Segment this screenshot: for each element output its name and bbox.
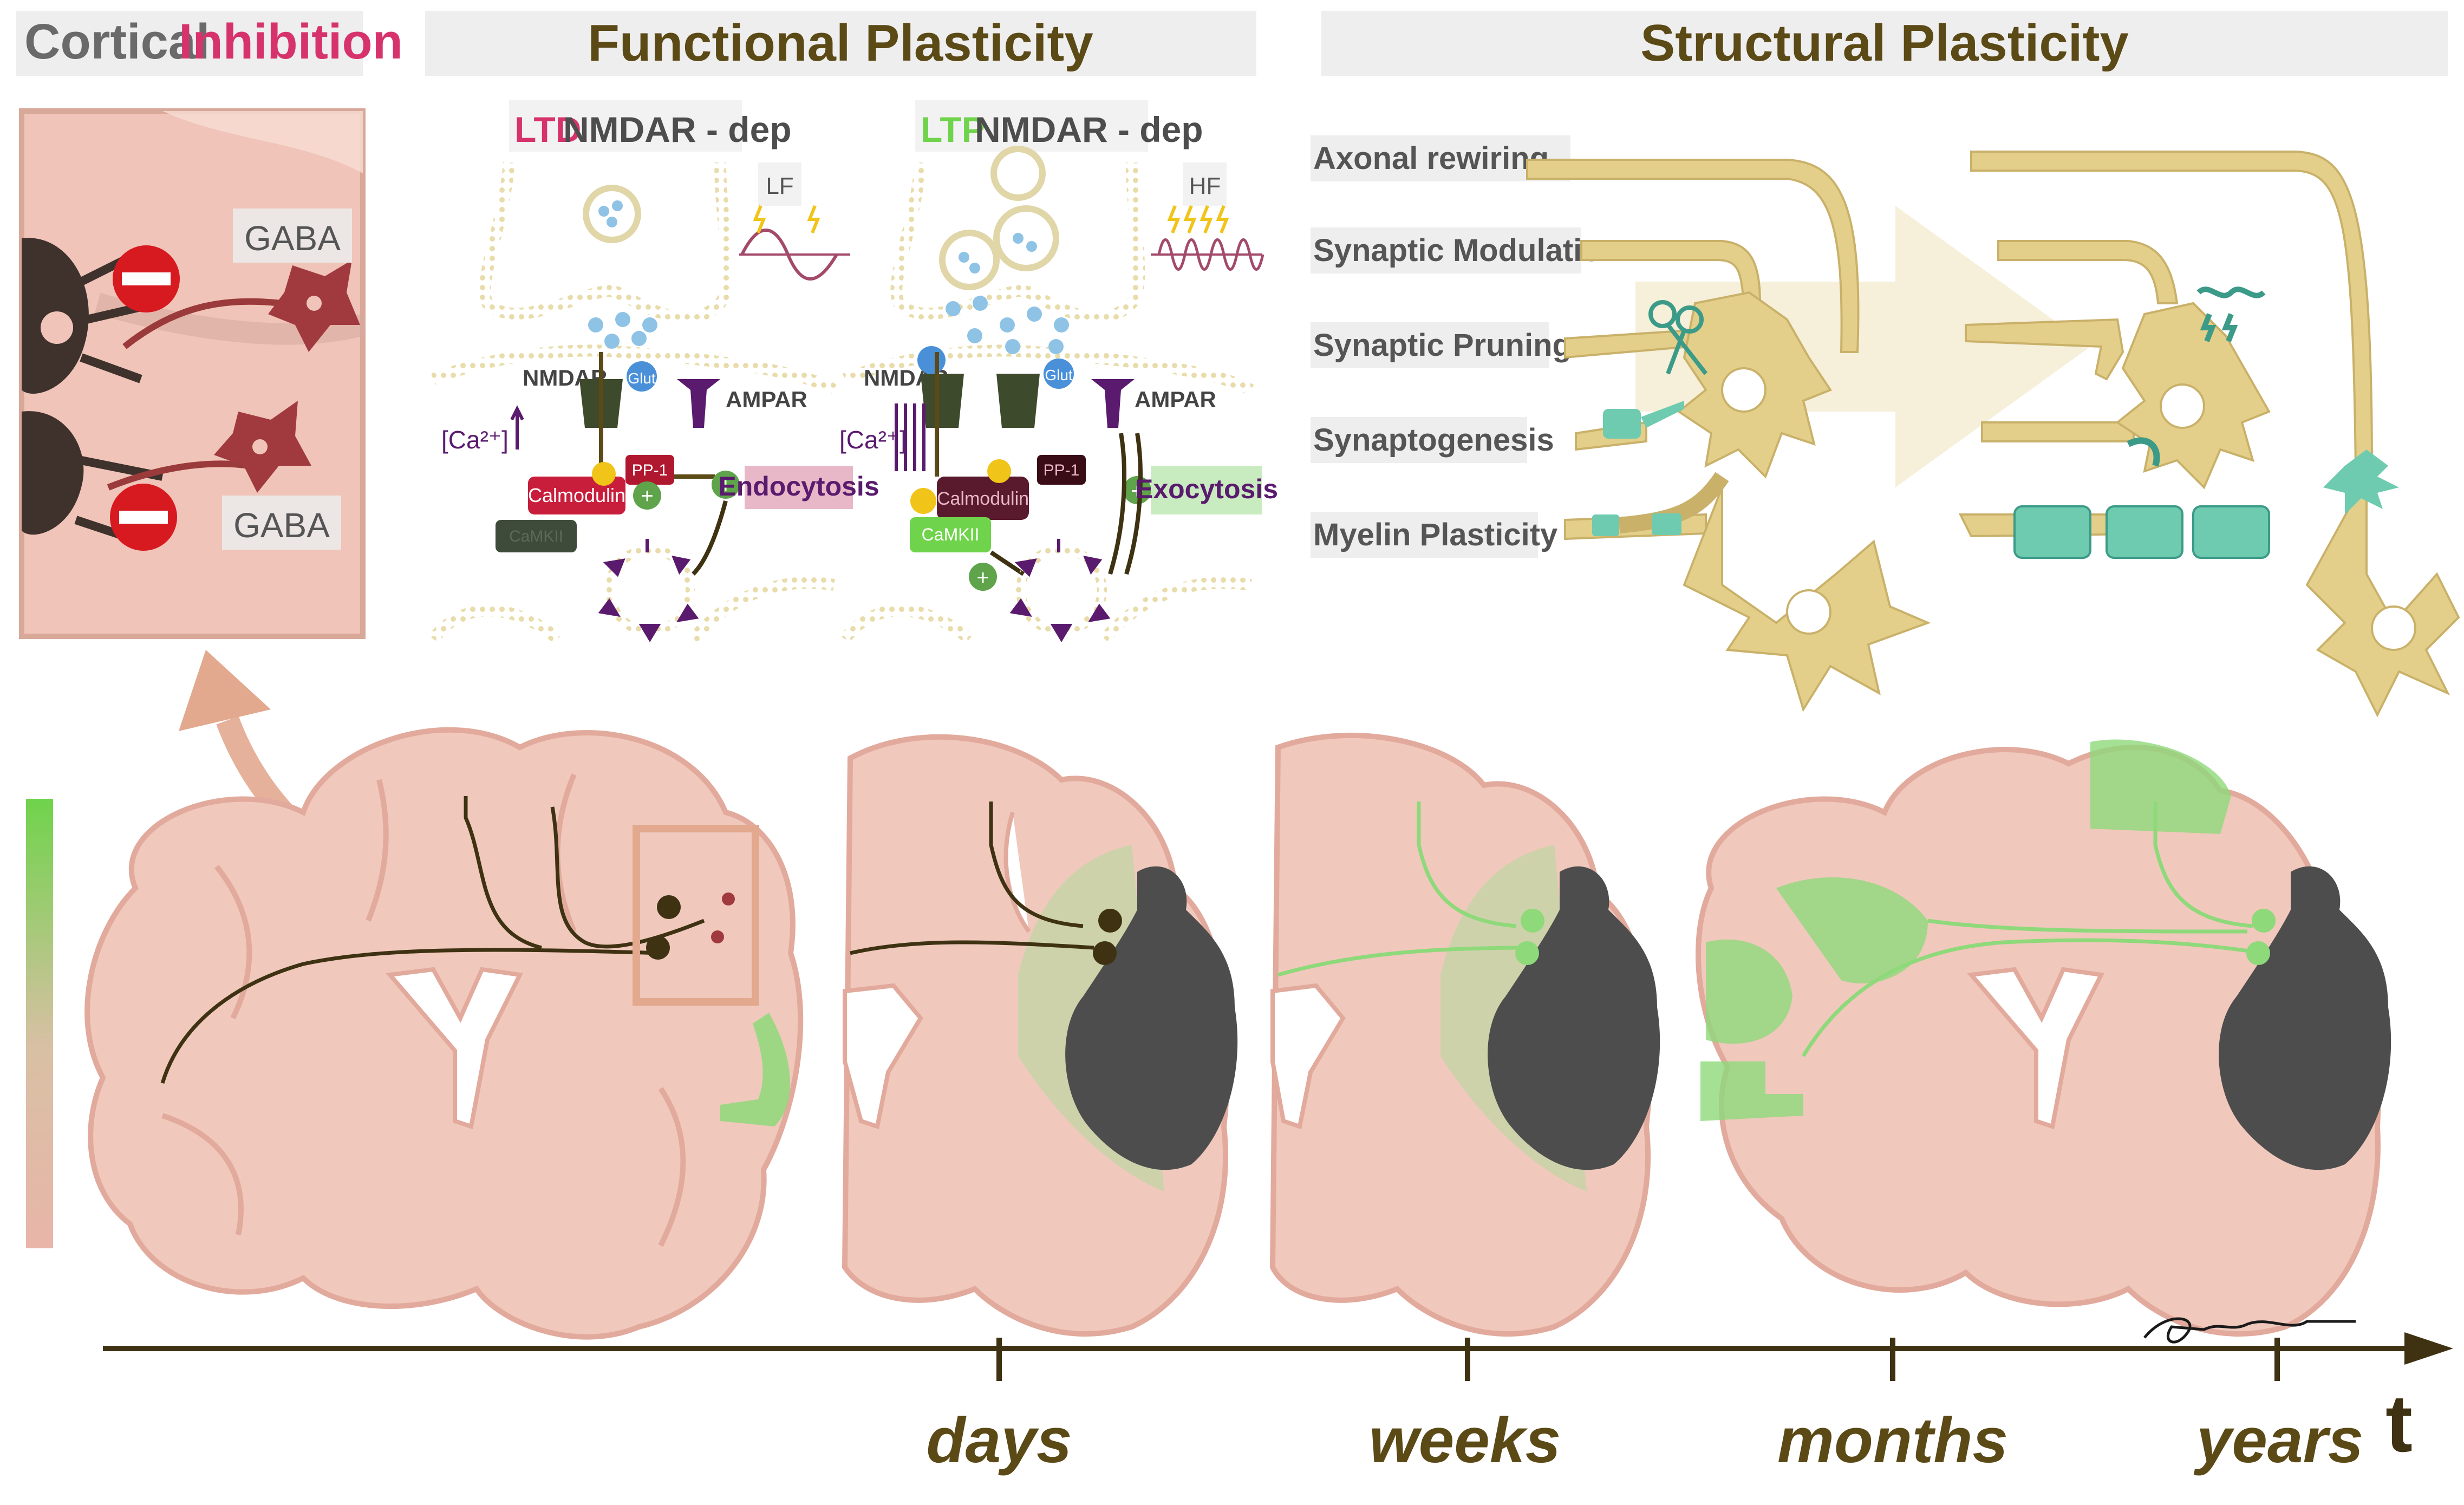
ltp-calmodulin: Calmodulin (937, 488, 1029, 509)
header-structural: Structural Plasticity (1321, 11, 2448, 76)
synapse-modulation-icon (2196, 286, 2266, 342)
header-cortical: Cortical Inhibition (16, 11, 403, 76)
neuron-after (1958, 151, 2460, 718)
tick-weeks: weeks (1369, 1405, 1561, 1476)
ltd-calmodulin: Calmodulin (528, 484, 625, 506)
ltd-glut-label: Glut (628, 370, 656, 387)
ltd-freq: LF (766, 173, 793, 199)
label-myelin-plasticity: Myelin Plasticity (1313, 517, 1557, 552)
header-functional: Functional Plasticity (425, 11, 1256, 76)
header-cortical-a: Cortical (24, 14, 210, 69)
ltp-vesicles (939, 146, 1059, 290)
gradient-bar (26, 799, 53, 1248)
scissors-icon (1648, 300, 1708, 375)
ltd-ampar (677, 379, 720, 428)
ltd-endocytosis: Endocytosis (718, 471, 879, 501)
svg-text:+: + (719, 474, 732, 498)
zoom-box (633, 825, 759, 1006)
myelin-after (2013, 505, 2270, 559)
svg-text:+: + (976, 566, 989, 590)
gaba-label-bottom: GABA (233, 506, 330, 545)
ltd-postsynaptic (428, 344, 838, 644)
inhibition-panel: GABA GABA (19, 108, 366, 639)
header-functional-text: Functional Plasticity (588, 14, 1093, 72)
brain-4 (1696, 739, 2391, 1344)
label-axonal-rewiring: Axonal rewiring (1313, 141, 1549, 176)
ventricle-1 (386, 967, 524, 1130)
ltd-vesicle (583, 185, 641, 243)
ltp-endosome (1009, 539, 1111, 642)
label-synaptic-modulation: Synaptic Modulation (1313, 233, 1620, 268)
ltp-exocytosis: Exocytosis (1135, 474, 1278, 504)
ltp-panel: LTP NMDAR - dep HF NMDAR Glut (839, 100, 1278, 644)
ltp-title-a: LTP (921, 109, 986, 149)
ltp-pp1: PP-1 (1044, 461, 1080, 479)
ltp-glut-label: Glut (1045, 367, 1073, 383)
ltp-title-b: NMDAR - dep (975, 109, 1203, 149)
ltp-presynaptic (890, 162, 1145, 323)
ltd-title-a: LTD (514, 109, 581, 149)
ltd-endosome (598, 539, 699, 642)
ltd-signal: LF (739, 162, 850, 281)
myelin-before (1592, 513, 1681, 536)
lesion-3 (1488, 866, 1660, 1170)
brain-1-neurons (646, 895, 681, 960)
ltp-nmdar-left (921, 374, 964, 428)
zoom-arrow-head (179, 650, 271, 731)
red-neuron-top (268, 260, 360, 352)
timeline-arrowhead (2404, 1332, 2453, 1365)
ltp-nmdar-right (996, 374, 1040, 428)
ltd-ampar-label: AMPAR (726, 387, 807, 412)
ltd-title-b: NMDAR - dep (563, 109, 792, 149)
ltp-camkii: CaMKII (922, 525, 980, 544)
ltp-ampar (1091, 379, 1135, 428)
transition-arrow (1635, 206, 2090, 487)
ltd-presynaptic (479, 162, 734, 323)
ltd-camkii: CaMKII (509, 527, 563, 545)
structural-labels: Axonal rewiring Synaptic Modulation Syna… (1311, 135, 1620, 558)
ltd-glutamate (588, 312, 657, 349)
structural-panel: Axonal rewiring Synaptic Modulation Syna… (1311, 135, 2460, 718)
header-cortical-b: Inhibition (179, 14, 403, 69)
ltd-panel: LTD NMDAR - dep LF NMDAR Glut AM (428, 100, 879, 644)
new-synapse-after (2127, 437, 2160, 467)
tick-months: months (1777, 1405, 2008, 1476)
ltd-ca: [Ca²⁺] (441, 426, 509, 454)
brain-2 (842, 734, 1238, 1337)
lesion-4 (2219, 866, 2391, 1170)
label-synaptic-pruning: Synaptic Pruning (1313, 328, 1572, 363)
axon-terminal-after (2323, 449, 2399, 514)
gaba-label-top: GABA (244, 219, 341, 258)
lesion-2 (1065, 866, 1238, 1170)
tick-years: years (2194, 1405, 2363, 1476)
red-neuron-bottom (214, 401, 311, 493)
dark-neuron-top (22, 238, 158, 394)
axis-t: t (2385, 1378, 2413, 1469)
label-synaptogenesis: Synaptogenesis (1313, 422, 1554, 458)
ltd-pp1: PP-1 (632, 461, 668, 479)
timeline: days weeks months years t (103, 1332, 2453, 1476)
inhibit-icon-top (113, 245, 180, 312)
brain-3 (1269, 733, 1660, 1337)
header-structural-text: Structural Plasticity (1640, 14, 2129, 72)
signature (2143, 1317, 2356, 1344)
brain-1 (84, 727, 804, 1340)
neuron-before (1526, 159, 1931, 712)
ltp-glutamate (946, 296, 1069, 354)
ltp-ampar-label: AMPAR (1135, 387, 1216, 412)
watering-can-icon (1603, 401, 1684, 439)
svg-text:+: + (641, 484, 653, 508)
ltp-freq: HF (1189, 173, 1221, 199)
ltp-signal: HF (1151, 162, 1264, 271)
ltp-postsynaptic (840, 344, 1254, 644)
tick-days: days (927, 1405, 1072, 1476)
inhibit-icon-bottom (110, 484, 177, 551)
